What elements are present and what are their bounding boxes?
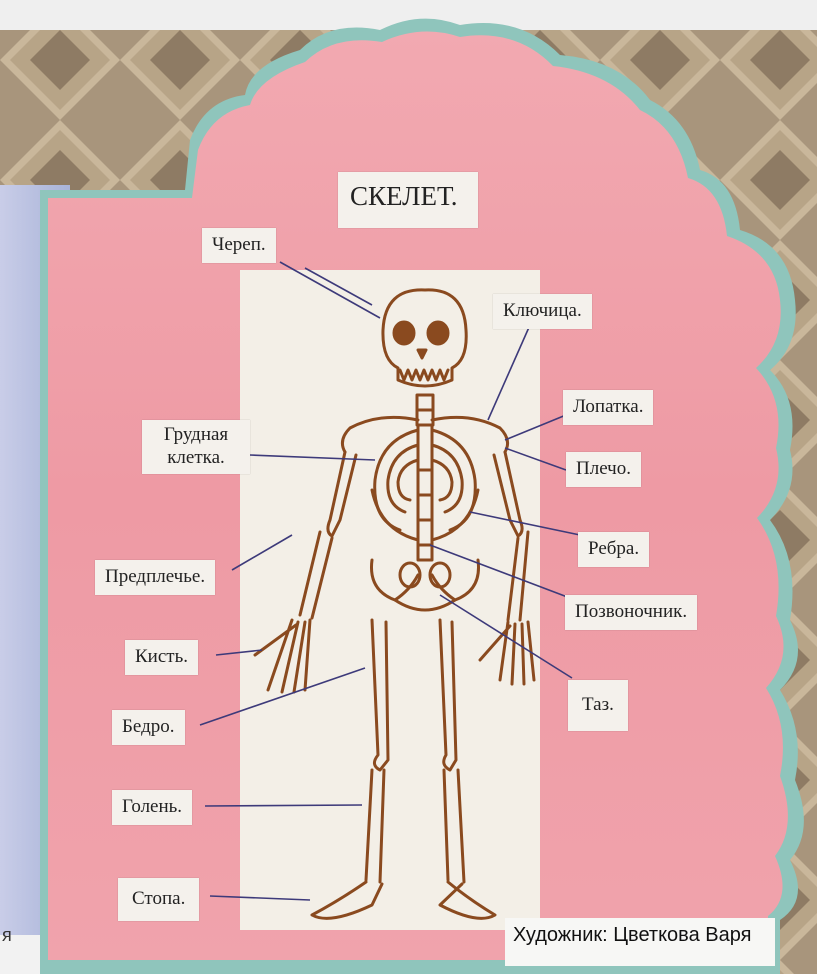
artist-credit: Художник: Цветкова Варя — [505, 918, 775, 966]
label-shin: Голень. — [112, 790, 192, 825]
label-chest-line1: Грудная — [148, 424, 244, 447]
label-spine: Позвоночник. — [565, 595, 697, 630]
label-hand: Кисть. — [125, 640, 198, 675]
skeleton-panel — [240, 270, 540, 930]
label-pelvis: Таз. — [568, 680, 628, 731]
label-thigh: Бедро. — [112, 710, 185, 745]
label-shoulder: Плечо. — [566, 452, 641, 487]
label-ribs: Ребра. — [578, 532, 649, 567]
label-forearm: Предплечье. — [95, 560, 215, 595]
label-scapula: Лопатка. — [563, 390, 653, 425]
label-chest: Грудная клетка. — [142, 420, 250, 474]
label-clavicle: Ключица. — [493, 294, 592, 329]
page-title: СКЕЛЕТ. — [338, 172, 478, 228]
label-skull: Череп. — [202, 228, 276, 263]
edge-letter: я — [2, 925, 12, 946]
label-foot: Стопа. — [118, 878, 199, 921]
label-chest-line2: клетка. — [148, 447, 244, 470]
